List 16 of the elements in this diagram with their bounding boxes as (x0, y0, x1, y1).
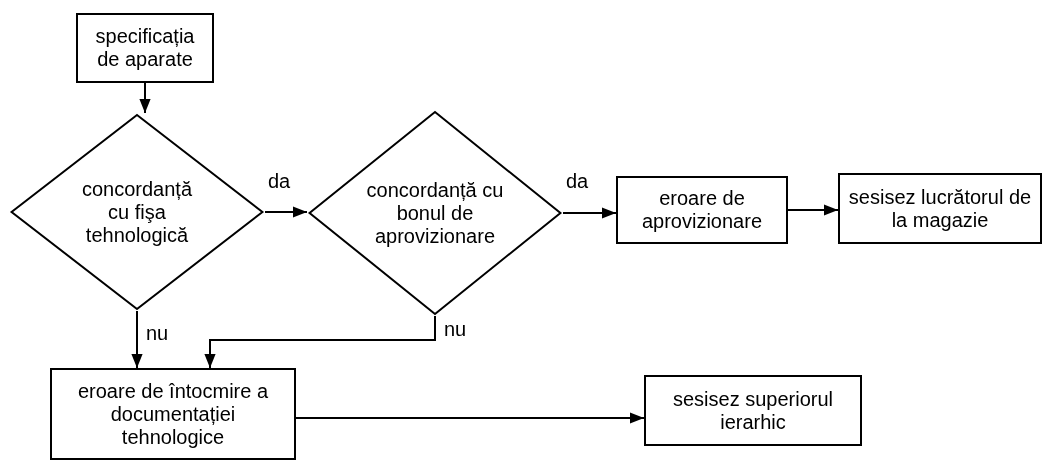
process-box: eroare de aprovizionare (616, 176, 788, 244)
process-box: specificația de aparate (76, 13, 214, 83)
decision-text: concordanță cu fişa tehnologică (80, 177, 194, 247)
decision-text: concordanță cu bonul de aprovizionare (365, 178, 505, 248)
arrow (295, 412, 645, 424)
process-box: sesisez lucrătorul de la magazie (838, 173, 1042, 244)
process-box: sesisez superiorul ierarhic (644, 375, 862, 446)
decision-diamond (307, 110, 563, 316)
decision-diamond (9, 113, 265, 311)
arrow (787, 204, 839, 216)
arrow (562, 207, 617, 219)
arrow (204, 315, 436, 369)
arrow (264, 206, 308, 218)
arrow (139, 82, 151, 114)
arrow (131, 310, 143, 369)
process-box: eroare de întocmire a documentației tehnologice (50, 368, 296, 460)
